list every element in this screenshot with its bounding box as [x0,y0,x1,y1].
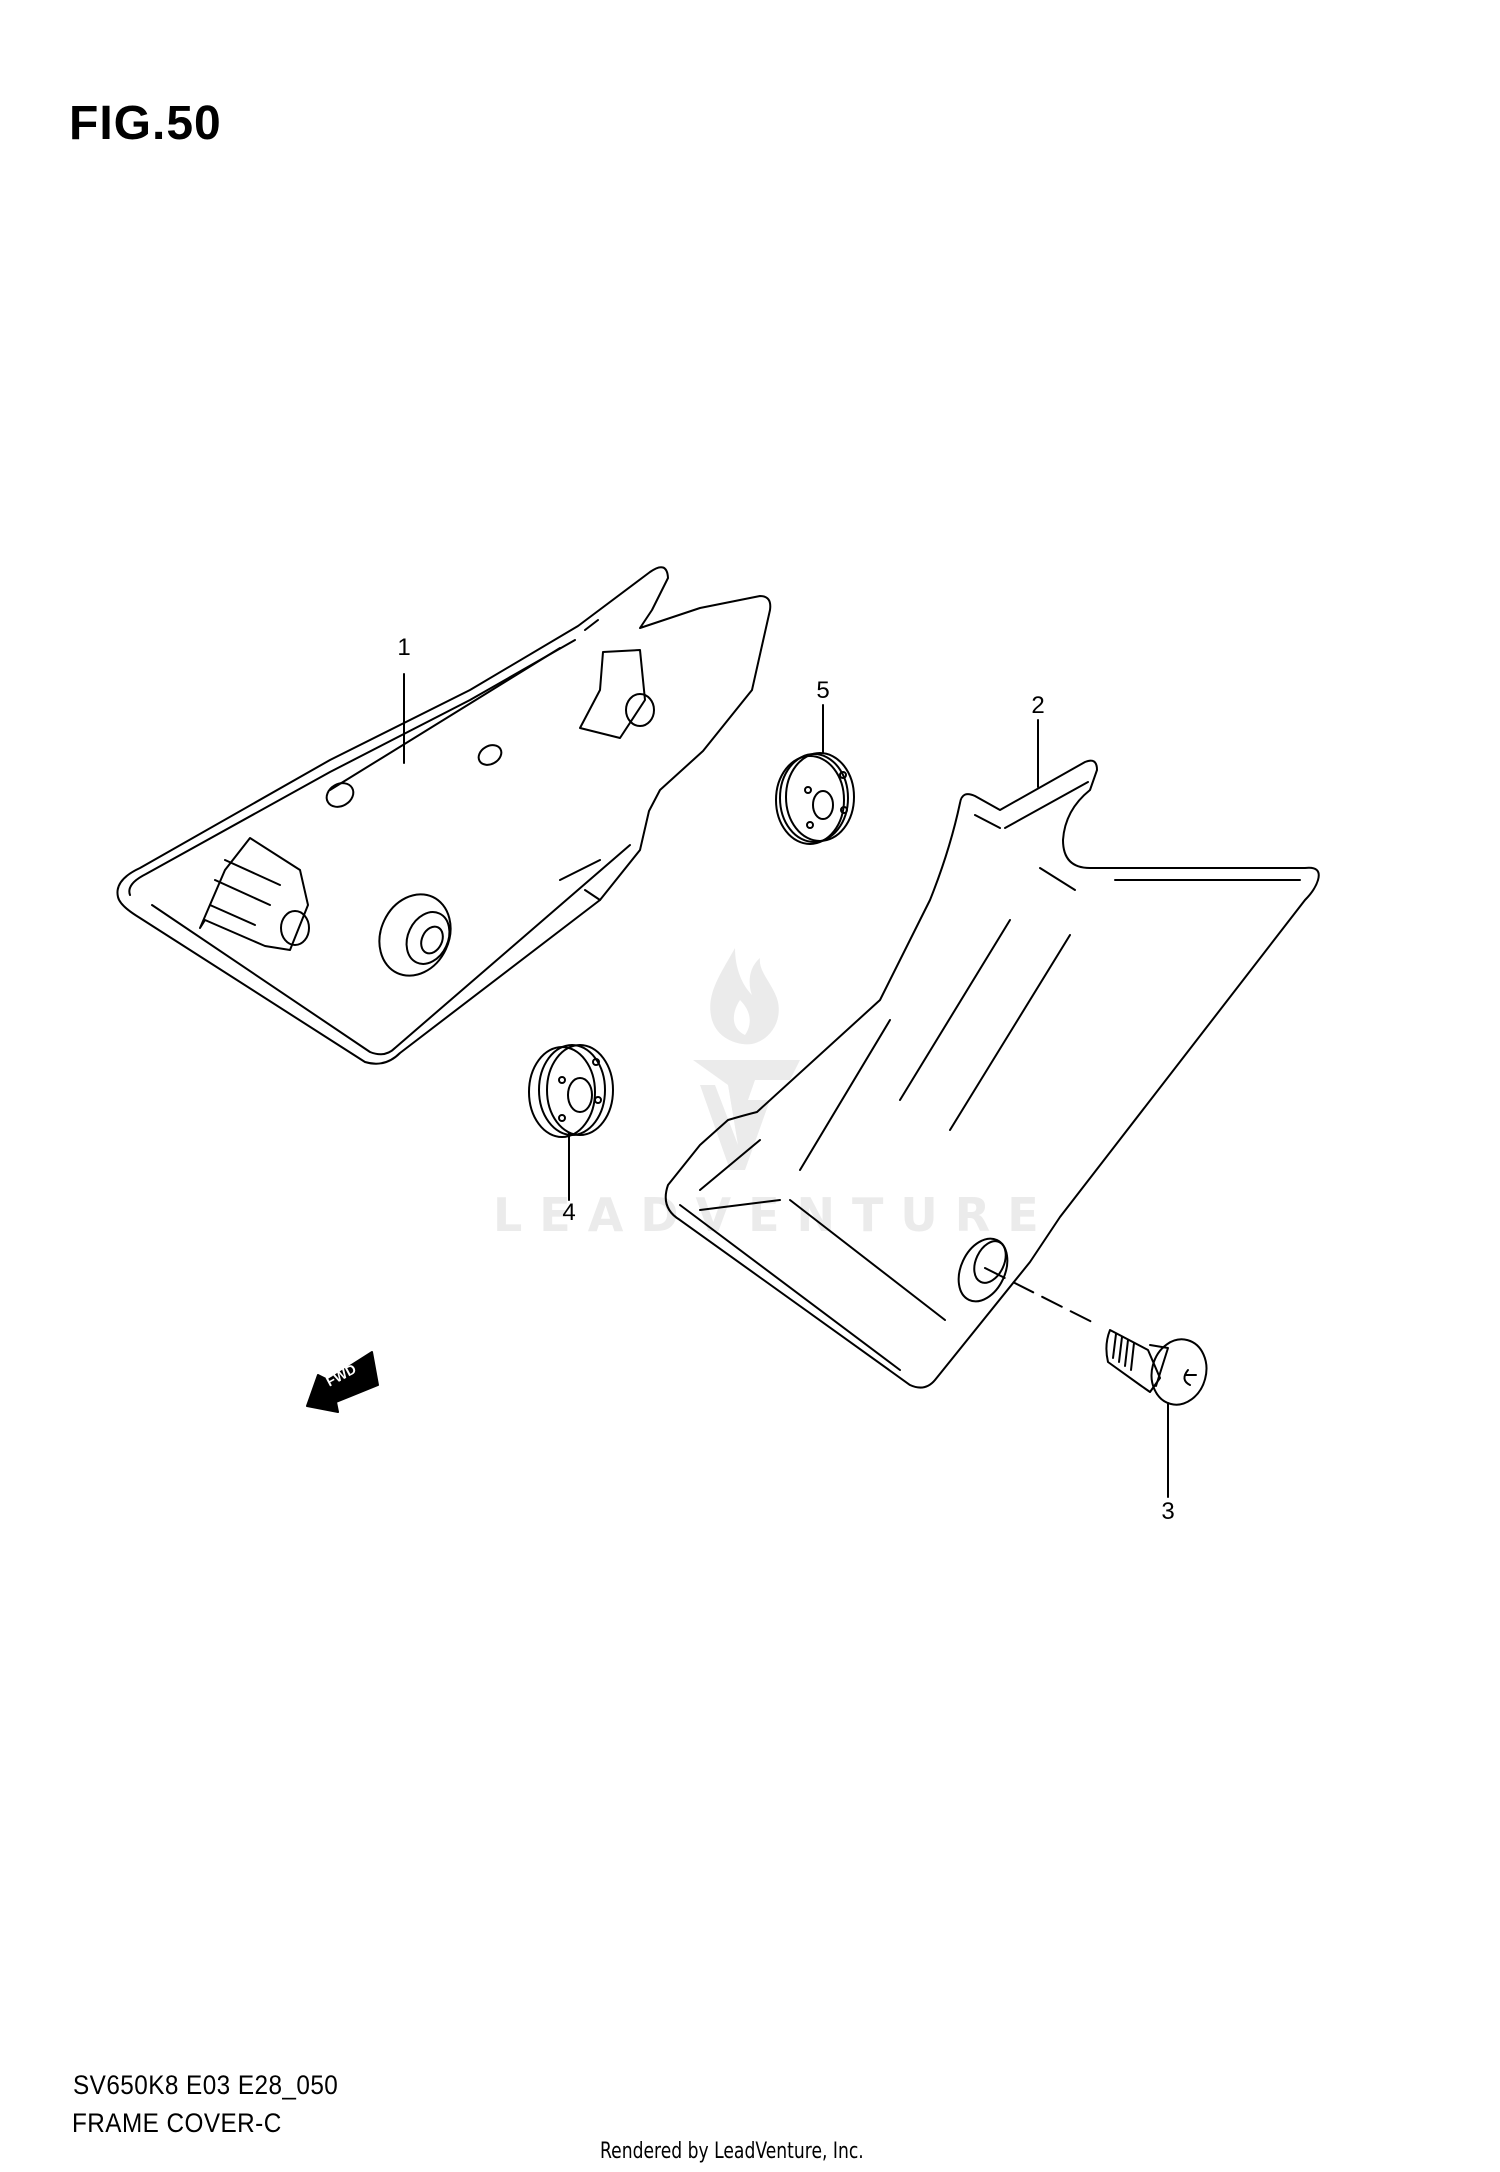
callout-3[interactable]: 3 [1161,1498,1175,1525]
callout-5[interactable]: 5 [816,677,830,704]
bolt-3-part[interactable] [1105,1329,1213,1411]
fwd-arrow-icon [306,1351,379,1413]
callout-4[interactable]: 4 [562,1199,576,1226]
model-code: SV650K8 E03 E28_050 [73,2070,339,2100]
render-credit: Rendered by LeadVenture, Inc. [600,2139,864,2164]
watermark-text: LEADVENTURE [493,1188,1056,1242]
frame-cover-right-part[interactable] [664,759,1320,1389]
flame-icon [710,948,779,1045]
assembly-dash-line [984,1267,1099,1326]
grommet-4-part[interactable] [528,1044,614,1138]
frame-cover-left-part[interactable] [116,566,772,1065]
callout-1[interactable]: 1 [397,634,411,661]
section-name: FRAME COVER-C [72,2108,282,2138]
figure-title: FIG.50 [69,97,222,150]
grommet-5-part[interactable] [775,752,855,845]
callout-2[interactable]: 2 [1031,692,1045,719]
